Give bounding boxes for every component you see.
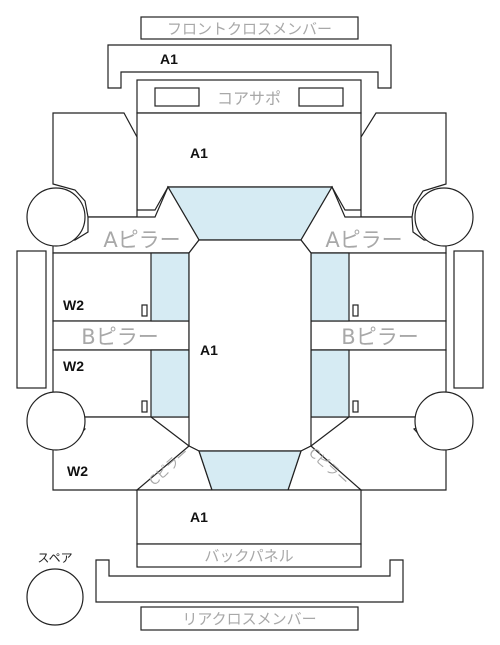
front-bumper	[107, 44, 392, 89]
back-panel-box	[136, 543, 362, 568]
left-b-pillar-panel	[52, 320, 190, 351]
spare-label: スペア	[37, 551, 72, 565]
right-front-door-handle	[352, 304, 359, 317]
front-right-wheel	[414, 187, 474, 247]
left-front-door-handle	[141, 304, 148, 317]
rear-bumper	[95, 559, 404, 603]
roof-grade: A1	[200, 342, 218, 358]
core-support-left-slot	[154, 87, 200, 107]
a-pillar-right-label: Aピラー	[325, 228, 402, 252]
right-rocker-panel	[453, 250, 484, 389]
core-support-label: コアサポ	[217, 89, 281, 108]
rear-cross-member-box	[140, 606, 359, 631]
rear-left-wheel	[26, 391, 86, 451]
front-left-door-grade: W2	[63, 297, 84, 313]
rear-cross-member-label: リアクロスメンバー	[182, 610, 316, 628]
front-cross-member-box	[140, 16, 359, 40]
rear-right-wheel	[414, 391, 474, 451]
back-panel-label: バックパネル	[204, 547, 293, 565]
trunk-lid	[136, 489, 362, 545]
front-left-wheel	[26, 187, 86, 247]
left-rear-side-glass	[150, 349, 190, 418]
hood-grade: A1	[190, 145, 208, 161]
spare-tire	[26, 568, 84, 626]
right-rear-door-handle	[352, 400, 359, 413]
right-rear-side-glass	[310, 349, 350, 418]
rear-left-quarter-grade: W2	[67, 463, 88, 479]
rear-window	[198, 450, 302, 491]
front-cross-member-label: フロントクロスメンバー	[167, 20, 332, 38]
core-support-right-slot	[298, 87, 344, 107]
a-pillar-left-label: Aピラー	[103, 228, 180, 252]
right-front-fender	[360, 112, 447, 218]
right-front-side-glass	[310, 252, 350, 322]
b-pillar-left-label: Bピラー	[81, 325, 158, 349]
rear-left-door-grade: W2	[63, 358, 84, 374]
left-rear-door-handle	[141, 400, 148, 413]
b-pillar-right-label: Bピラー	[341, 325, 418, 349]
left-front-side-glass	[150, 252, 190, 322]
trunk-grade: A1	[190, 509, 208, 525]
front-member-grade: A1	[160, 51, 178, 67]
left-rocker-panel	[16, 250, 47, 389]
